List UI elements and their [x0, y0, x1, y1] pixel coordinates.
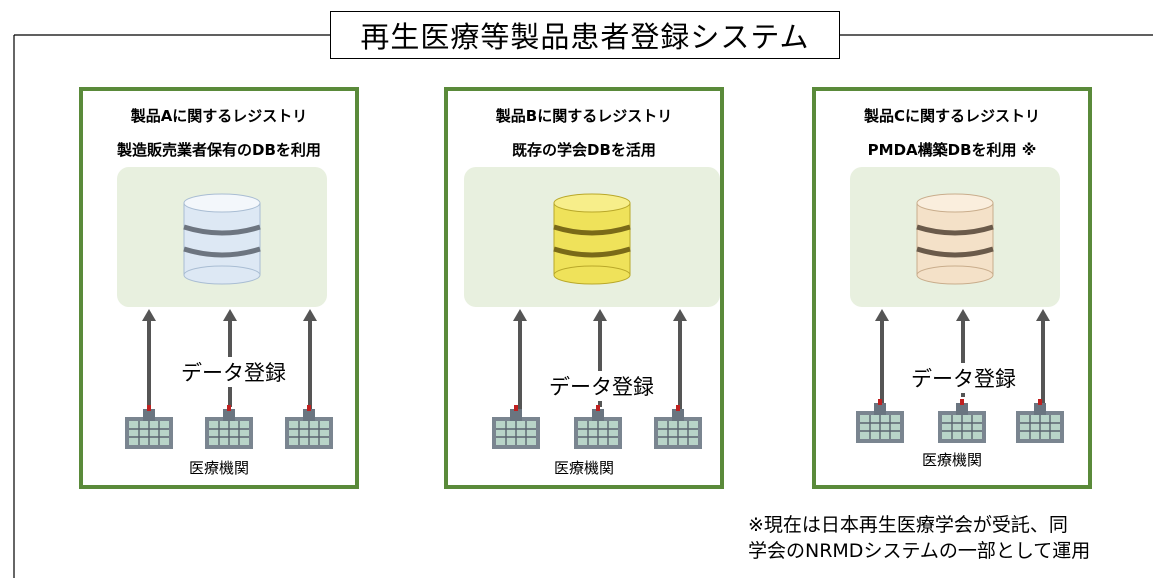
institution-label: 医療機関 [188, 459, 249, 477]
institution-label: 医療機関 [921, 451, 982, 469]
footnote-line2: 学会のNRMDシステムの一部として運用 [748, 540, 1091, 562]
hospital-building-icon [938, 399, 986, 443]
registry-panel-b: 製品Bに関するレジストリ 既存の学会DBを活用 データ登録 [444, 87, 724, 489]
hospital-building-icon [285, 405, 333, 449]
database-icon [553, 193, 631, 285]
database-area [464, 167, 720, 307]
hospital-building-icon [654, 405, 702, 449]
panel-title-line2: 製造販売業者保有のDBを利用 [117, 141, 321, 159]
hospital-building-icon [1016, 399, 1064, 443]
registry-panel-c: 製品Cに関するレジストリ PMDA構築DBを利用 ※ データ登録 [812, 87, 1092, 489]
panel-title-line2: PMDA構築DBを利用 ※ [867, 141, 1037, 159]
institution-label: 医療機関 [553, 459, 614, 477]
footnote-line1: ※現在は日本再生医療学会が受託、同 [748, 514, 1068, 536]
registry-panel-a: 製品Aに関するレジストリ 製造販売業者保有のDBを利用 データ登録 [79, 87, 359, 489]
data-entry-label: データ登録 [178, 357, 289, 387]
data-entry-label: データ登録 [546, 371, 657, 401]
database-area [850, 167, 1060, 307]
database-icon [916, 193, 994, 285]
hospital-building-icon [492, 405, 540, 449]
hospital-building-icon [574, 405, 622, 449]
database-area [117, 167, 327, 307]
footnote: ※現在は日本再生医療学会が受託、同 学会のNRMDシステムの一部として運用 [748, 512, 1090, 564]
hospital-building-icon [205, 405, 253, 449]
hospital-building-icon [125, 405, 173, 449]
panel-title-line1: 製品Cに関するレジストリ [863, 107, 1040, 125]
system-title: 再生医療等製品患者登録システム [330, 11, 840, 59]
data-entry-label: データ登録 [908, 363, 1019, 393]
panel-title-line1: 製品Aに関するレジストリ [130, 107, 308, 125]
panel-title-line2: 既存の学会DBを活用 [512, 141, 656, 159]
hospital-building-icon [856, 399, 904, 443]
database-icon [183, 193, 261, 285]
panel-title-line1: 製品Bに関するレジストリ [495, 107, 673, 125]
